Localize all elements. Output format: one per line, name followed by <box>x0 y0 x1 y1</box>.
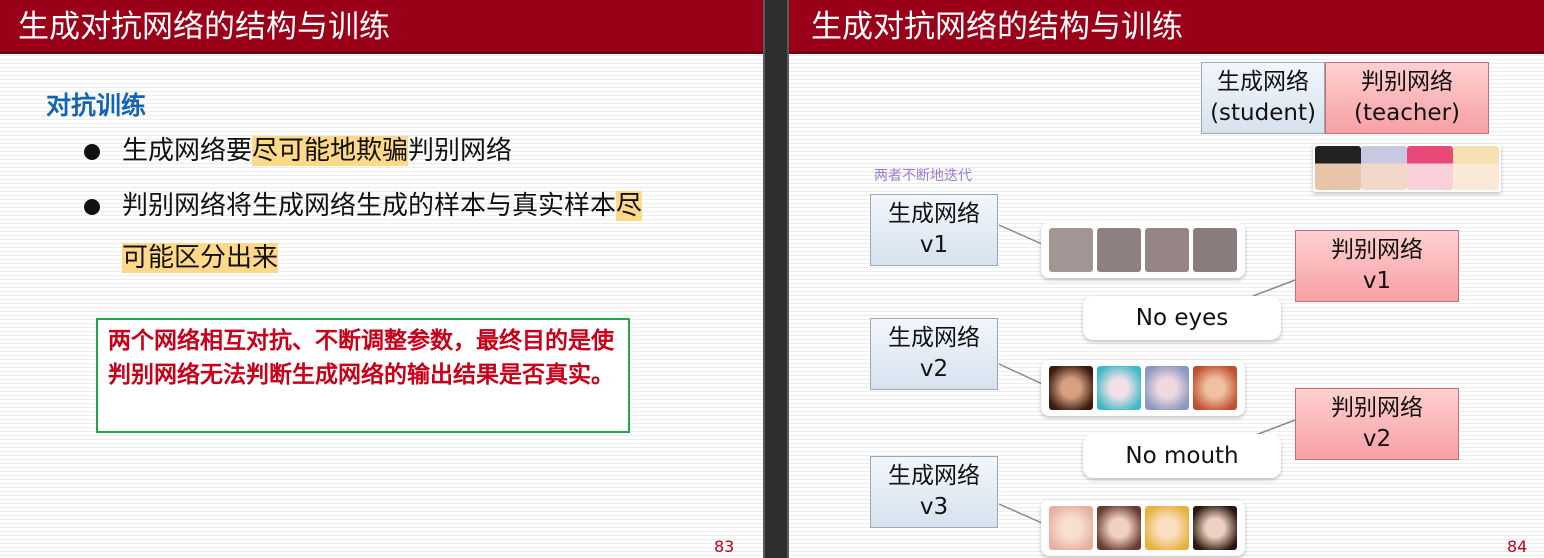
generator-v3-box: 生成网络 v3 <box>870 456 998 528</box>
generated-sample-image <box>1145 366 1189 410</box>
bullet-text-part: 判别网络将生成网络生成的样本与真实样本 <box>122 191 617 221</box>
box-label: 生成网络 <box>1217 69 1309 95</box>
bullet-dot-icon <box>84 199 100 215</box>
bullet-text: 判别网络将生成网络生成的样本与真实样本尽可能区分出来 <box>80 180 730 284</box>
title-bar: 生成对抗网络的结构与训练 <box>0 0 763 54</box>
highlighted-text: 尽可能地欺骗 <box>252 136 409 166</box>
real-samples-strip <box>1313 144 1501 192</box>
bullet-text-part: 生成网络要 <box>122 136 253 166</box>
box-label: (teacher) <box>1353 100 1461 126</box>
discriminator-v1-box: 判别网络 v1 <box>1295 230 1459 302</box>
page-number: 83 <box>714 537 735 556</box>
box-label: 判别网络 <box>1361 69 1453 95</box>
feedback-bubble-2: No mouth <box>1083 434 1281 478</box>
discriminator-v2-box: 判别网络 v2 <box>1295 388 1459 460</box>
box-label: 判别网络 <box>1331 237 1423 263</box>
generated-sample-image <box>1097 228 1141 272</box>
box-label: (student) <box>1210 100 1316 126</box>
page-number: 84 <box>1507 537 1528 556</box>
generated-sample-image <box>1049 506 1093 550</box>
generated-samples-v1 <box>1041 222 1245 278</box>
highlighted-text: 尽 <box>616 191 643 221</box>
generated-samples-v2 <box>1041 360 1245 416</box>
bullet-item-2: 判别网络将生成网络生成的样本与真实样本尽可能区分出来 <box>80 180 730 284</box>
generated-sample-image <box>1145 228 1189 272</box>
box-label: v1 <box>919 232 949 258</box>
highlighted-text: 可能区分出来 <box>122 243 279 273</box>
generator-v2-box: 生成网络 v2 <box>870 318 998 390</box>
legend-teacher-box: 判别网络 (teacher) <box>1325 62 1489 134</box>
title-bar: 生成对抗网络的结构与训练 <box>789 0 1544 54</box>
generated-sample-image <box>1097 366 1141 410</box>
slide-84: 生成对抗网络的结构与训练 生成网络 (student) 判别网络 (teache… <box>789 0 1544 558</box>
connector-line <box>1252 279 1296 297</box>
real-sample-image <box>1361 146 1407 190</box>
box-label: 生成网络 <box>888 201 980 227</box>
bullet-item-1: 生成网络要尽可能地欺骗判别网络 <box>80 125 730 177</box>
box-label: 判别网络 <box>1331 395 1423 421</box>
bullet-text: 生成网络要尽可能地欺骗判别网络 <box>80 125 730 177</box>
generated-samples-v3 <box>1041 500 1245 556</box>
slide-title: 生成对抗网络的结构与训练 <box>811 9 1183 45</box>
generated-sample-image <box>1097 506 1141 550</box>
legend-student-box: 生成网络 (student) <box>1201 62 1325 134</box>
box-label: v2 <box>919 356 949 382</box>
box-label: 生成网络 <box>888 463 980 489</box>
box-label: v2 <box>1362 426 1392 452</box>
slide-title: 生成对抗网络的结构与训练 <box>18 9 390 45</box>
real-sample-image <box>1315 146 1361 190</box>
box-label: 生成网络 <box>888 325 980 351</box>
generated-sample-image <box>1193 366 1237 410</box>
feedback-bubble-1: No eyes <box>1083 296 1281 340</box>
conclusion-callout: 两个网络相互对抗、不断调整参数，最终目的是使判别网络无法判断生成网络的输出结果是… <box>96 318 630 433</box>
box-label: v3 <box>919 494 949 520</box>
box-label: v1 <box>1362 268 1392 294</box>
real-sample-image <box>1407 146 1453 190</box>
generated-sample-image <box>1049 228 1093 272</box>
iterate-note: 两者不断地迭代 <box>874 168 972 184</box>
bullet-dot-icon <box>84 144 100 160</box>
generated-sample-image <box>1145 506 1189 550</box>
generator-v1-box: 生成网络 v1 <box>870 194 998 266</box>
slide-divider <box>763 0 789 558</box>
generated-sample-image <box>1193 506 1237 550</box>
real-sample-image <box>1453 146 1499 190</box>
slide-83: 生成对抗网络的结构与训练 对抗训练 生成网络要尽可能地欺骗判别网络 判别网络将生… <box>0 0 763 558</box>
section-heading: 对抗训练 <box>46 91 147 120</box>
bullet-text-part: 判别网络 <box>408 136 513 166</box>
generated-sample-image <box>1193 228 1237 272</box>
generated-sample-image <box>1049 366 1093 410</box>
